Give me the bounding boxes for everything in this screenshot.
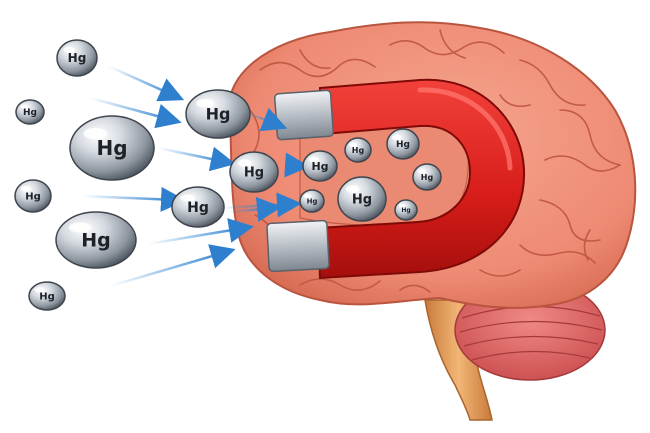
mercury-droplet-icon: Hg — [185, 89, 251, 139]
mercury-droplet-icon: Hg — [302, 150, 338, 182]
mercury-droplet-icon: Hg — [386, 128, 420, 160]
droplet-label: Hg — [352, 146, 365, 155]
mercury-droplet-icon: Hg — [14, 179, 52, 213]
arrow-icon — [229, 196, 282, 222]
droplet-label: Hg — [352, 193, 372, 208]
droplet-label: Hg — [421, 173, 434, 182]
arrow-icon — [81, 186, 186, 212]
droplet-label: Hg — [244, 166, 264, 181]
droplet-label: Hg — [206, 105, 231, 124]
droplet-label: Hg — [23, 108, 37, 118]
droplet-label: Hg — [307, 197, 318, 205]
mercury-droplet-icon: Hg — [69, 115, 155, 181]
mercury-droplet-icon: Hg — [56, 39, 98, 77]
mercury-droplet-icon: Hg — [344, 137, 372, 163]
arrow-icon — [89, 96, 182, 129]
droplet-label: Hg — [68, 51, 87, 65]
mercury-droplet-icon: Hg — [412, 163, 442, 191]
droplet-label: Hg — [39, 292, 55, 303]
droplet-label: Hg — [401, 207, 410, 214]
droplet-label: Hg — [311, 160, 328, 173]
arrow-icon — [284, 152, 310, 178]
magnet-tip-bottom — [266, 219, 330, 273]
arrow-icon — [107, 64, 185, 102]
mercury-droplet-icon: Hg — [394, 199, 418, 221]
droplet-label: Hg — [81, 230, 111, 252]
arrow-icon — [147, 218, 254, 246]
arrow-icon — [109, 244, 236, 288]
attraction-arrows — [81, 64, 310, 288]
arrow-icon — [157, 146, 236, 172]
droplet-label: Hg — [25, 192, 41, 203]
droplet-label: Hg — [187, 200, 209, 216]
magnet-tip-top — [273, 89, 335, 141]
mercury-droplet-icon: Hg — [337, 176, 387, 222]
magnet-icon — [266, 78, 526, 280]
mercury-droplet-icon: Hg — [55, 211, 137, 269]
droplet-label: Hg — [396, 140, 410, 150]
mercury-droplet-icon: Hg — [299, 189, 325, 213]
mercury-droplet-icon: Hg — [28, 281, 66, 311]
mercury-droplet-icon: Hg — [15, 99, 45, 125]
mercury-droplet-icon: Hg — [229, 151, 279, 193]
droplet-label: Hg — [96, 136, 127, 160]
mercury-droplet-icon: Hg — [171, 186, 225, 228]
